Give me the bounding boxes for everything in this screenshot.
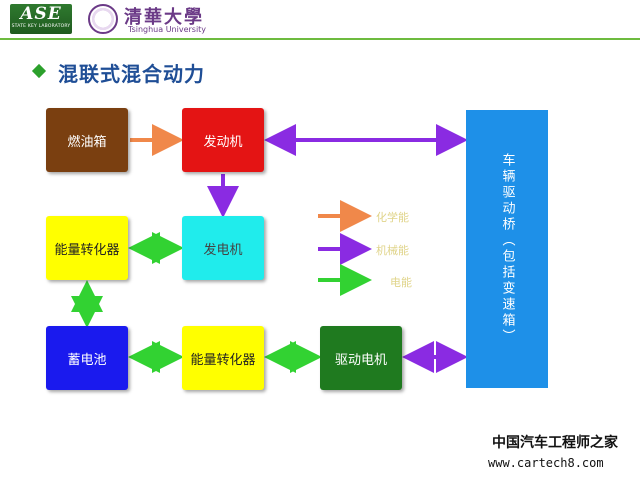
node-drive-motor-label: 驱动电机	[334, 352, 387, 368]
node-fuel-tank-label: 燃油箱	[67, 134, 107, 150]
node-converter-bottom-label: 能量转化器	[190, 352, 256, 368]
node-converter-left-label: 能量转化器	[54, 242, 120, 258]
lab-logo-text: ASE	[20, 4, 62, 24]
watermark-site-name: 中国汽车工程师之家	[492, 435, 618, 451]
node-generator: 发电机	[182, 216, 264, 280]
legend-label-electrical: 电能	[390, 276, 412, 289]
legend-label-mechanical: 机械能	[376, 244, 409, 257]
lab-logo: ASE STATE KEY LABORATORY	[10, 4, 72, 34]
lab-logo-subtext: STATE KEY LABORATORY	[11, 24, 71, 29]
university-name-cn: 清華大學	[124, 7, 204, 28]
node-drive-motor: 驱动电机	[320, 326, 402, 390]
node-generator-label: 发电机	[203, 242, 243, 258]
node-engine-label: 发动机	[203, 134, 243, 150]
slide-header: ASE STATE KEY LABORATORY 清華大學 Tsinghua U…	[0, 0, 640, 40]
university-seal-icon	[88, 4, 118, 34]
header-divider	[0, 38, 640, 40]
node-vehicle-drive-axle: 车辆驱动桥（包括变速箱）	[466, 110, 548, 388]
node-battery: 蓄电池	[46, 326, 128, 390]
university-name-en: Tsinghua University	[128, 25, 207, 34]
slide-title: 混联式混合动力	[58, 62, 205, 86]
node-vehicle-drive-label: 车辆驱动桥（包括变速箱）	[499, 153, 515, 345]
node-fuel-tank: 燃油箱	[46, 108, 128, 172]
node-converter-bottom: 能量转化器	[182, 326, 264, 390]
node-battery-label: 蓄电池	[67, 352, 107, 368]
node-engine: 发动机	[182, 108, 264, 172]
legend-label-chemical: 化学能	[376, 211, 409, 224]
node-converter-left: 能量转化器	[46, 216, 128, 280]
watermark-url: www.cartech8.com	[488, 456, 604, 470]
